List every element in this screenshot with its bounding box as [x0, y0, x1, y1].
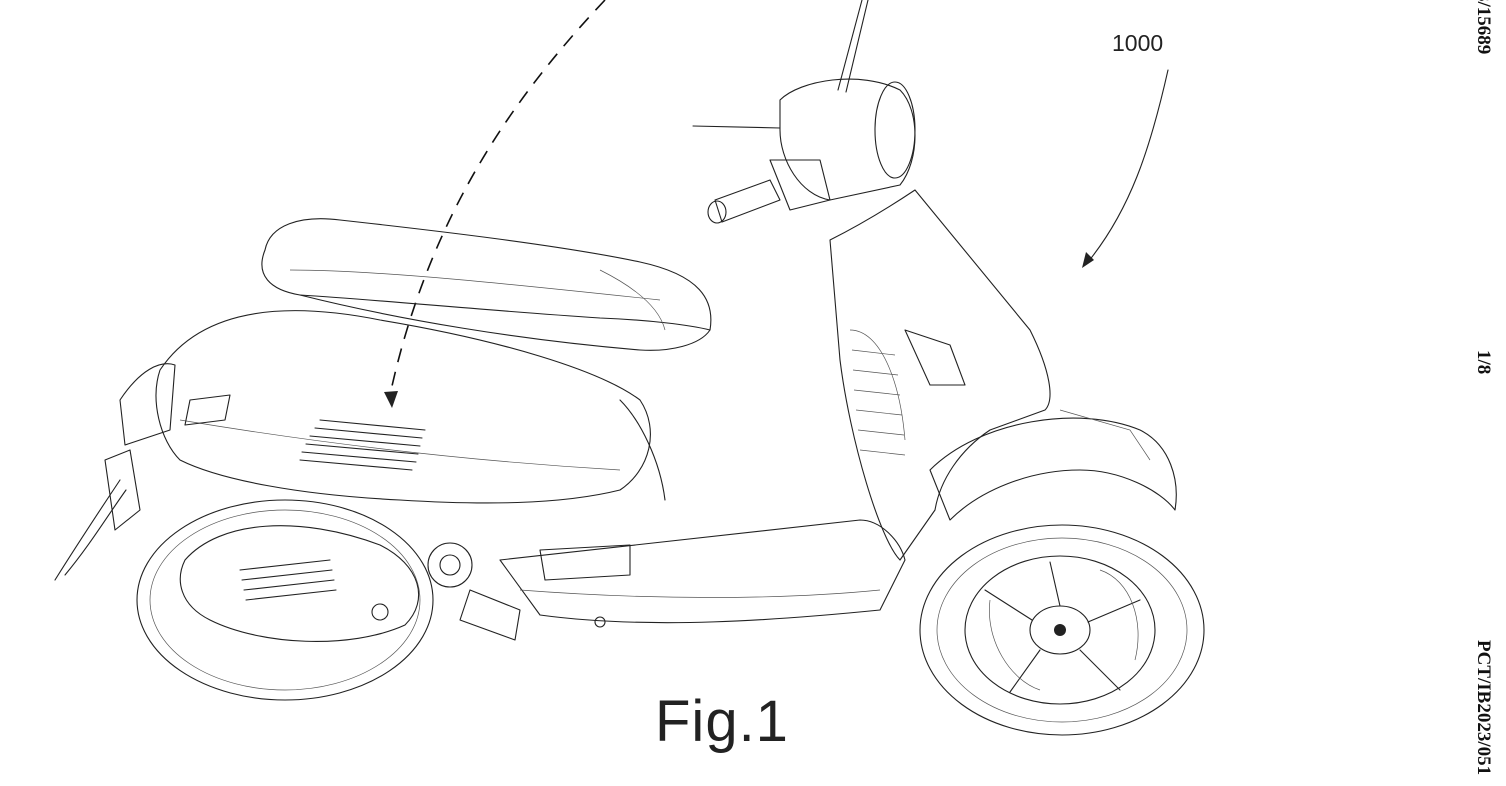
leader-line [692, 125, 781, 129]
engine [179, 525, 521, 642]
front-fender [929, 409, 1177, 521]
dashed-indicator-arrow [384, 0, 606, 408]
figure-label: Fig.1 [655, 689, 789, 754]
headset [707, 0, 916, 224]
rear-tail [54, 363, 176, 581]
reference-numeral: 1000 [1112, 30, 1164, 56]
seat [261, 218, 712, 351]
front-wheel [919, 524, 1205, 736]
rear-body [155, 310, 666, 504]
body-vent-grille [299, 419, 426, 471]
sheet-number: 1/8 [1473, 350, 1494, 375]
floorboard [499, 519, 906, 628]
publication-number: 3/15689 [1473, 0, 1494, 55]
application-number: PCT/IB2023/051 [1473, 640, 1494, 776]
leg-shield [829, 189, 1051, 561]
reference-arrow-1000 [1082, 69, 1169, 268]
rear-wheel [136, 499, 434, 701]
